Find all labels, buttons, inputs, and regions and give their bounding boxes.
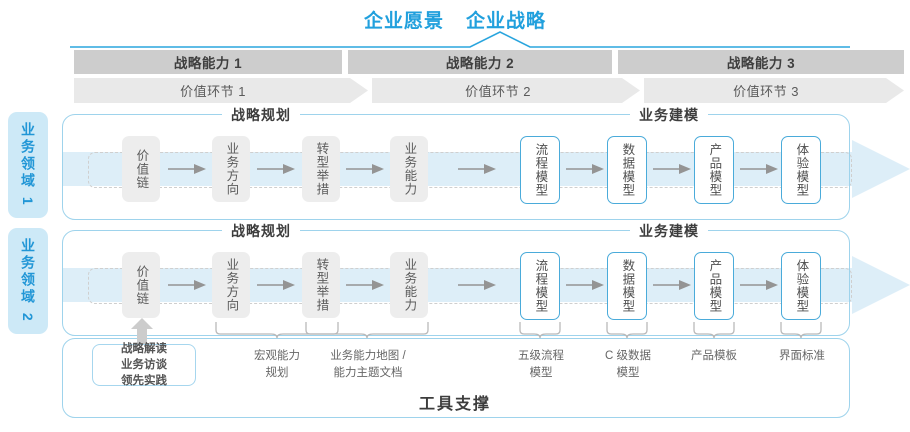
arrow-row-1-3: [346, 164, 384, 174]
node-experience-model-row-2-label: 体验模型: [794, 259, 809, 313]
arrow-row-1-6: [653, 164, 691, 174]
title-connector-line: [70, 31, 850, 48]
title-vision: 企业愿景: [363, 11, 444, 32]
node-business-direction-row-1[interactable]: 业务方向: [212, 136, 250, 202]
annotation-strategy-interpretation-label: 战略解读 业务访谈 领先实践: [121, 342, 167, 388]
arrow-row-2-6: [653, 280, 691, 290]
annotation-c-level-data-model-label: C 级数据 模型: [605, 350, 651, 379]
node-transformation-measures-row-2-label: 转型举措: [314, 258, 329, 312]
node-product-model-row-2[interactable]: 产品模型: [694, 252, 734, 320]
arrow-row-1-7: [740, 164, 778, 174]
node-business-capability-row-1-label: 业务能力: [402, 142, 417, 196]
row-2-dashed-band: [88, 268, 852, 304]
arrow-row-1-5: [566, 164, 604, 174]
annotation-macro-capability: 宏观能力 规划: [222, 348, 332, 381]
node-data-model-row-1[interactable]: 数据模型: [607, 136, 647, 204]
brace-data-model: [606, 322, 648, 338]
annotation-capability-map: 业务能力地图 / 能力主题文档: [310, 348, 426, 381]
tool-support-label: 工具支撑: [418, 396, 491, 413]
node-product-model-row-1-label: 产品模型: [707, 143, 722, 197]
node-experience-model-row-2[interactable]: 体验模型: [781, 252, 821, 320]
node-product-model-row-2-label: 产品模型: [707, 259, 722, 313]
arrow-row-2-7: [740, 280, 778, 290]
capability-bar-3-label: 战略能力 3: [726, 56, 796, 71]
node-product-model-row-1[interactable]: 产品模型: [694, 136, 734, 204]
arrow-row-2-1: [168, 280, 206, 290]
section-title-planning-row-2: 战略规划: [222, 222, 300, 240]
node-data-model-row-2[interactable]: 数据模型: [607, 252, 647, 320]
annotation-strategy-interpretation[interactable]: 战略解读 业务访谈 领先实践: [92, 343, 196, 387]
section-title-modeling-row-1: 业务建模: [630, 106, 708, 124]
annotation-c-level-data-model: C 级数据 模型: [583, 348, 673, 381]
node-data-model-row-2-label: 数据模型: [620, 259, 635, 313]
business-domain-row-2: [62, 230, 850, 336]
capability-bar-1[interactable]: 战略能力 1: [74, 50, 342, 74]
node-business-direction-row-1-label: 业务方向: [224, 142, 239, 196]
node-business-capability-row-1[interactable]: 业务能力: [390, 136, 428, 202]
sidebar-item-business-domain-1[interactable]: 业务领域 1: [8, 112, 48, 218]
node-experience-model-row-1[interactable]: 体验模型: [781, 136, 821, 204]
capability-bar-1-label: 战略能力 1: [173, 56, 243, 71]
node-value-chain-row-1-label: 价值链: [134, 148, 149, 190]
arrow-row-1-2: [257, 164, 295, 174]
arrow-row-1-4: [458, 164, 496, 174]
node-business-capability-row-2-label: 业务能力: [402, 258, 417, 312]
capability-bar-2-label: 战略能力 2: [445, 56, 515, 71]
annotation-capability-map-label: 业务能力地图 / 能力主题文档: [330, 350, 406, 379]
annotation-five-level-process-model-label: 五级流程 模型: [518, 350, 564, 379]
value-chain-bar-1-label: 价值环节 1: [180, 84, 246, 99]
section-title-modeling-row-2: 业务建模: [630, 222, 708, 240]
value-chain-bar-3[interactable]: 价值环节 3: [644, 78, 904, 103]
node-business-direction-row-2[interactable]: 业务方向: [212, 252, 250, 318]
annotation-macro-capability-label: 宏观能力 规划: [254, 350, 300, 379]
value-chain-arrow-3-shape: [644, 78, 904, 103]
sidebar-item-business-domain-1-label: 业务领域 1: [20, 122, 36, 208]
arrow-row-2-2: [257, 280, 295, 290]
node-process-model-row-2-label: 流程模型: [533, 259, 548, 313]
value-chain-arrow-2-shape: [372, 78, 640, 103]
sidebar-item-business-domain-2-label: 业务领域 2: [20, 238, 36, 324]
node-transformation-measures-row-1[interactable]: 转型举措: [302, 136, 340, 202]
value-chain-bar-1[interactable]: 价值环节 1: [74, 78, 368, 103]
section-title-planning-row-1: 战略规划: [222, 106, 300, 124]
up-arrow-strategy: [131, 318, 153, 344]
node-value-chain-row-2-label: 价值链: [134, 264, 149, 306]
arrow-row-2-3: [346, 280, 384, 290]
annotation-ui-standard: 界面标准: [756, 348, 848, 365]
node-value-chain-row-1[interactable]: 价值链: [122, 136, 160, 202]
capability-bar-3[interactable]: 战略能力 3: [618, 50, 904, 74]
node-experience-model-row-1-label: 体验模型: [794, 143, 809, 197]
tool-support-box: [62, 338, 850, 418]
brace-product-template: [693, 322, 735, 338]
row-1-dashed-band: [88, 152, 852, 188]
node-business-capability-row-2[interactable]: 业务能力: [390, 252, 428, 318]
title-strategy: 企业战略: [466, 11, 547, 32]
arrow-row-2-5: [566, 280, 604, 290]
value-chain-bar-2[interactable]: 价值环节 2: [372, 78, 640, 103]
capability-bar-2[interactable]: 战略能力 2: [348, 50, 612, 74]
node-process-model-row-1[interactable]: 流程模型: [520, 136, 560, 204]
node-business-direction-row-2-label: 业务方向: [224, 258, 239, 312]
node-process-model-row-1-label: 流程模型: [533, 143, 548, 197]
value-chain-bar-2-label: 价值环节 2: [465, 84, 531, 99]
annotation-ui-standard-label: 界面标准: [779, 350, 825, 362]
arrow-row-1-1: [168, 164, 206, 174]
value-chain-arrow-1-shape: [74, 78, 368, 103]
brace-ui-standard: [780, 322, 822, 338]
node-transformation-measures-row-2[interactable]: 转型举措: [302, 252, 340, 318]
business-domain-row-1: [62, 114, 850, 220]
sidebar-item-business-domain-2[interactable]: 业务领域 2: [8, 228, 48, 334]
annotation-product-template: 产品模板: [668, 348, 760, 365]
arrow-row-2-4: [458, 280, 496, 290]
node-process-model-row-2[interactable]: 流程模型: [520, 252, 560, 320]
brace-capability-map: [305, 322, 429, 338]
annotation-five-level-process-model: 五级流程 模型: [495, 348, 587, 381]
node-data-model-row-1-label: 数据模型: [620, 143, 635, 197]
annotation-product-template-label: 产品模板: [691, 350, 737, 362]
value-chain-bar-3-label: 价值环节 3: [733, 84, 799, 99]
node-transformation-measures-row-1-label: 转型举措: [314, 142, 329, 196]
node-value-chain-row-2[interactable]: 价值链: [122, 252, 160, 318]
diagram-title: 企业愿景 企业战略: [0, 6, 910, 33]
brace-process-model: [519, 322, 561, 338]
